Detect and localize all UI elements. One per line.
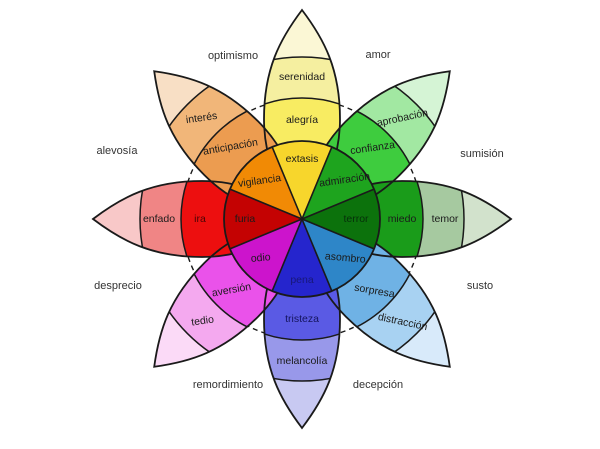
label-asombro: asombro	[324, 250, 366, 266]
label-serenidad: serenidad	[279, 71, 325, 83]
label-enfado: enfado	[143, 213, 175, 225]
label-vigilancia: vigilancia	[237, 172, 282, 190]
label-melancolia: melancolía	[277, 355, 328, 367]
dyad-label-optimismo: optimismo	[208, 50, 258, 62]
label-temor: temor	[432, 213, 459, 225]
dyad-label-sumision: sumisión	[460, 148, 503, 160]
dyad-label-alevosia: alevosía	[97, 145, 139, 157]
label-terror: terror	[343, 213, 369, 225]
dyad-label-desprecio: desprecio	[94, 280, 142, 292]
sector-north	[272, 141, 332, 219]
label-tedio: tedio	[190, 313, 214, 328]
label-pena: pena	[290, 274, 314, 286]
dyad-label-decepcion: decepción	[353, 379, 403, 391]
dyad-label-susto: susto	[467, 280, 493, 292]
petal-east	[302, 181, 511, 257]
center-wheel	[223, 140, 381, 298]
sector-south	[272, 219, 332, 297]
label-alegria: alegría	[286, 114, 318, 126]
sector-southeast	[302, 219, 375, 292]
label-miedo: miedo	[388, 213, 417, 225]
label-tristeza: tristeza	[285, 313, 319, 325]
sector-east	[302, 189, 380, 249]
sector-west	[224, 189, 302, 249]
label-furia: furia	[235, 213, 256, 225]
label-odio: odio	[250, 251, 271, 265]
petal-north	[264, 10, 340, 219]
label-interes: interés	[185, 110, 218, 126]
petal-south	[264, 219, 340, 428]
dyad-label-amor: amor	[365, 49, 390, 61]
label-ira: ira	[194, 213, 206, 225]
sector-northwest	[229, 146, 302, 219]
petal-west	[93, 181, 302, 257]
label-extasis: extasis	[286, 153, 319, 165]
wheel-outline-circle	[223, 140, 381, 298]
dyad-label-remordimiento: remordimiento	[193, 379, 263, 391]
sector-southwest	[229, 219, 302, 292]
sector-northeast	[302, 146, 375, 219]
